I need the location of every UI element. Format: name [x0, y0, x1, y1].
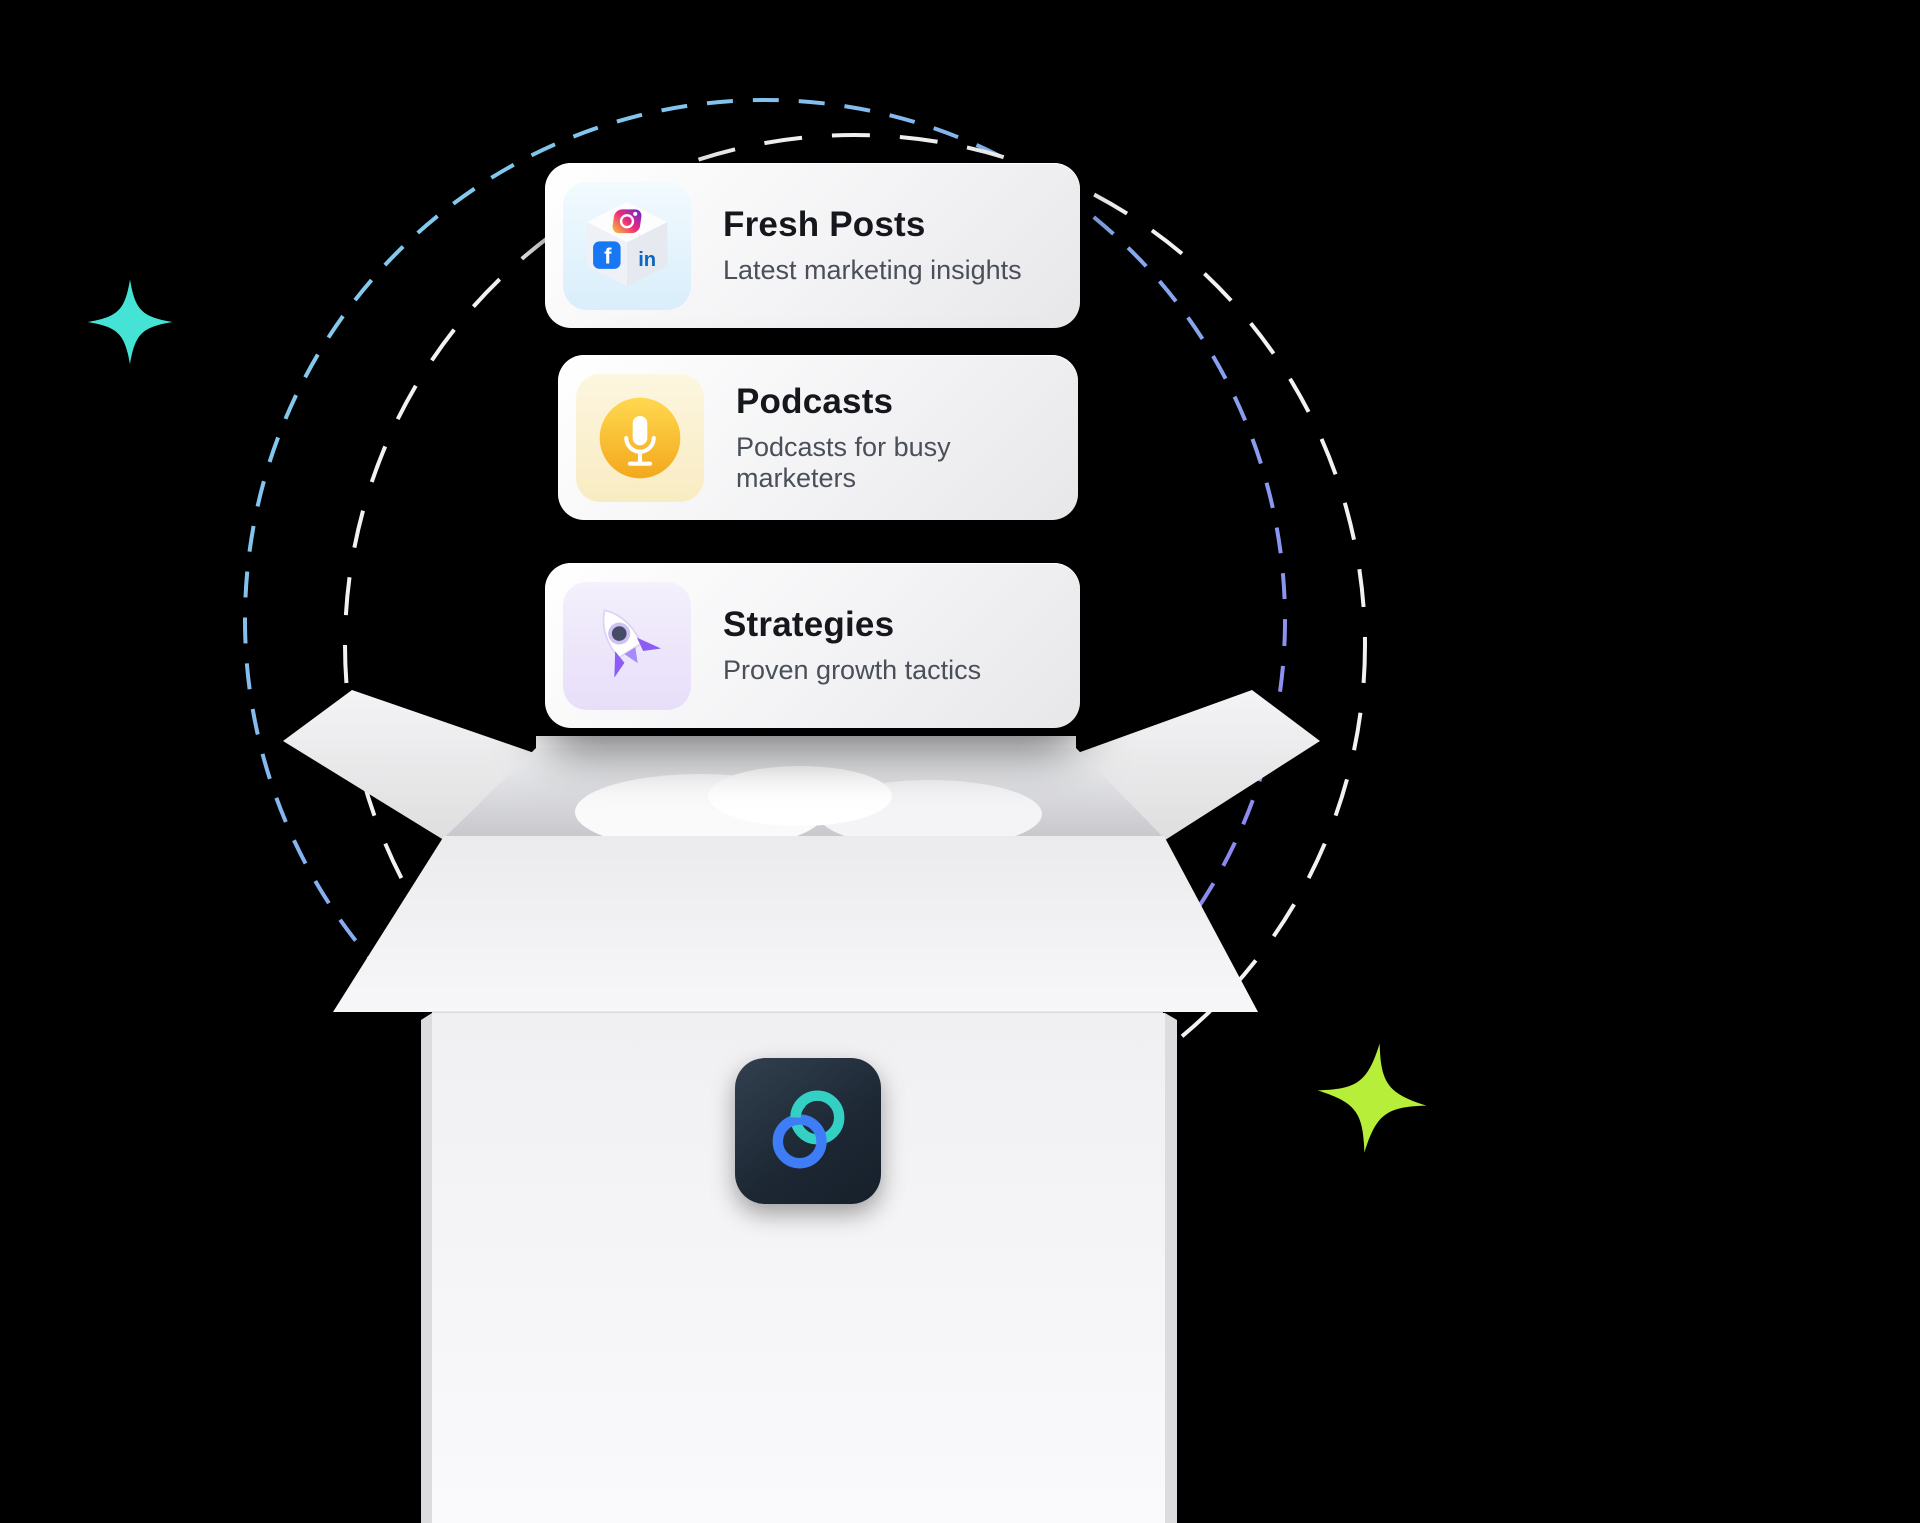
social-cube-icon: f in: [563, 181, 691, 310]
feature-card-strategies: Strategies Proven growth tactics: [545, 563, 1080, 728]
card-title: Fresh Posts: [723, 205, 926, 244]
rocket-icon: [602, 608, 662, 678]
feature-card-podcasts: Podcasts Podcasts for busy marketers: [558, 355, 1078, 520]
social-cube-icon: f in: [586, 201, 668, 286]
card-title: Podcasts: [736, 381, 894, 421]
box-left-side: [421, 1013, 432, 1523]
box-right-side: [1165, 1013, 1177, 1523]
facebook-icon: f: [593, 240, 621, 269]
ring-interlock: [790, 1099, 806, 1119]
podcast-microphone-icon: [576, 373, 704, 502]
card-subtitle: Proven growth tactics: [723, 655, 982, 685]
box-right-flap: [1072, 690, 1320, 842]
interlocked-rings-logo: [735, 1058, 881, 1204]
packing-paper: [708, 766, 892, 826]
box-opening: [444, 748, 1164, 838]
podcast-microphone-icon: [599, 397, 681, 478]
ring-bottom: [772, 1114, 827, 1169]
box-back-edge: [536, 736, 1076, 754]
sparkle-left-icon: [87, 279, 173, 365]
linkedin-icon: in: [638, 249, 656, 271]
packing-paper: [818, 780, 1042, 848]
sparkle-right-icon: [1317, 1043, 1427, 1153]
card-title: Strategies: [723, 605, 895, 644]
packing-paper: [575, 774, 825, 850]
interlocked-rings-icon: [772, 1090, 845, 1169]
instagram-icon: [612, 208, 642, 233]
svg-text:f: f: [604, 243, 612, 268]
card-subtitle: Podcasts for busy marketers: [736, 431, 951, 493]
feature-card-fresh-posts: f in Fresh Posts Latest marketing insigh…: [545, 163, 1080, 328]
rocket-icon: [563, 581, 691, 710]
box-top-face: [333, 836, 1258, 1012]
box-left-flap: [283, 690, 540, 842]
card-subtitle: Latest marketing insights: [723, 255, 1022, 285]
